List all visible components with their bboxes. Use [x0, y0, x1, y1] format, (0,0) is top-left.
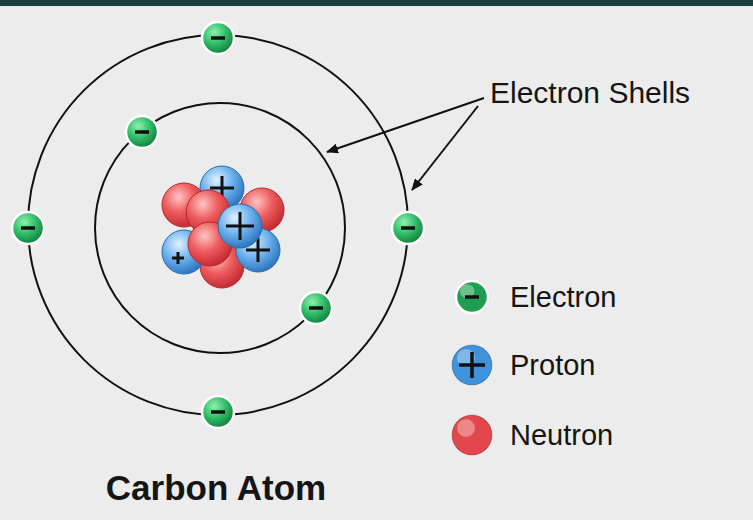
leader-arrow	[412, 106, 478, 190]
legend-swatch	[450, 275, 494, 319]
legend-swatch-fill	[456, 281, 488, 313]
legend-text: Neutron	[510, 419, 613, 452]
legend-swatch	[450, 343, 494, 387]
nucleus	[162, 166, 284, 288]
caption-title: Carbon Atom	[16, 468, 416, 508]
legend-row: Electron	[450, 275, 616, 319]
electrons	[12, 22, 424, 428]
inner-shell	[95, 103, 345, 353]
callout-label: Electron Shells	[490, 76, 690, 110]
legend-text: Electron	[510, 281, 616, 314]
top-bar	[0, 0, 753, 6]
legend-swatch	[450, 413, 494, 457]
leader-arrow	[327, 98, 484, 152]
legend-swatch-fill	[452, 345, 492, 385]
legend-swatch-fill	[452, 415, 492, 455]
outer-shell	[28, 35, 408, 415]
legend-text: Proton	[510, 349, 595, 382]
plus-symbol	[459, 352, 485, 378]
minus-symbol	[465, 295, 479, 299]
legend-row: Proton	[450, 343, 595, 387]
legend-row: Neutron	[450, 413, 613, 457]
swatch-highlight	[457, 419, 475, 437]
